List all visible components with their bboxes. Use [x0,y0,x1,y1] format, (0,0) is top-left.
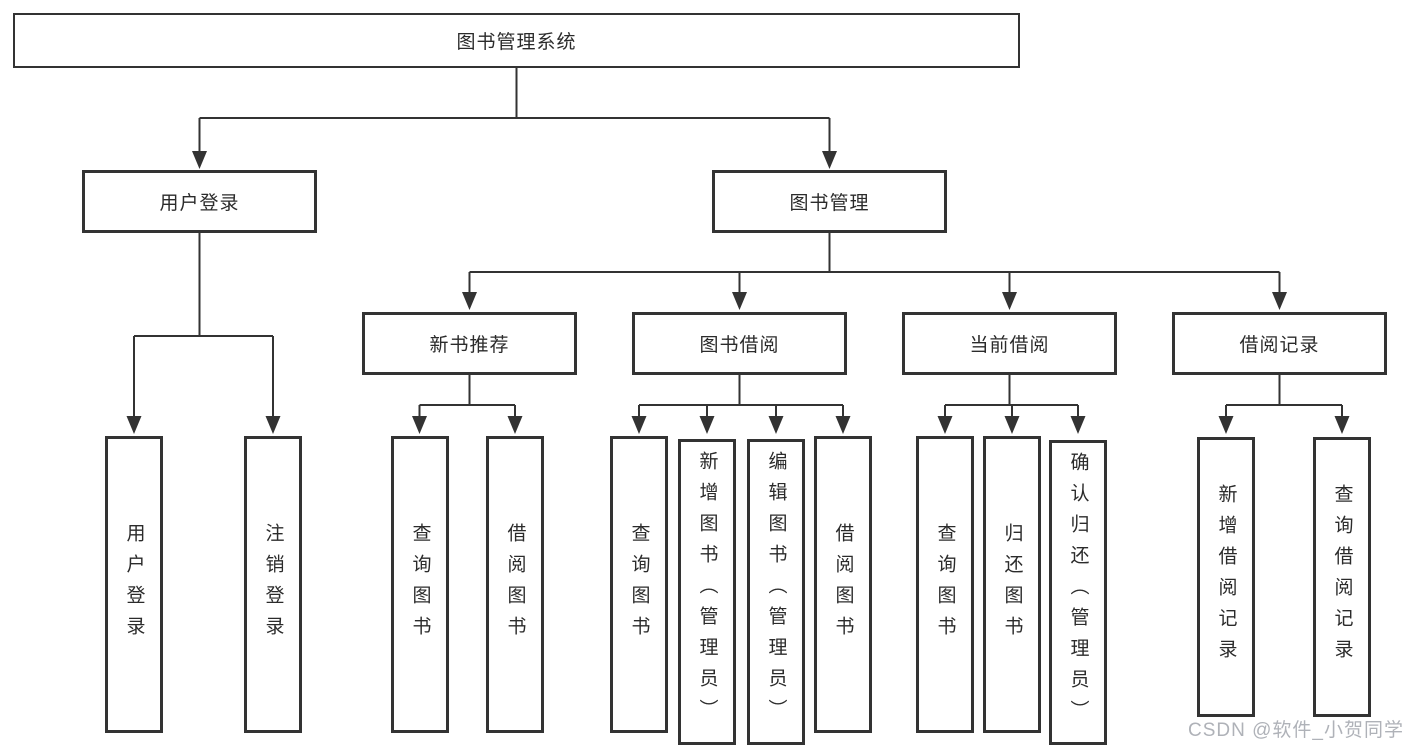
arrow-down-icon [937,416,953,434]
leaf-current-return: 归还图书 [983,436,1041,733]
arrow-down-icon [1272,292,1287,310]
node-label: 编辑图书（管理员） [765,451,787,730]
arrow-down-icon [462,292,477,310]
leaf-borrow-add-admin: 新增图书（管理员） [678,439,736,745]
arrow-down-icon [126,416,142,434]
node-label: 注销登录 [262,522,284,647]
node-label: 借阅图书 [832,522,854,647]
arrow-down-icon [699,416,715,434]
arrow-down-icon [265,416,281,434]
arrow-down-icon [1334,416,1350,434]
arrow-down-icon [1218,416,1234,434]
leaf-borrow-query: 查询图书 [610,436,668,733]
leaf-records-add: 新增借阅记录 [1197,437,1255,717]
node-new-book-recommend: 新书推荐 [362,312,577,375]
node-label: 查询图书 [628,522,650,647]
node-label: 新增图书（管理员） [696,451,718,730]
connector-bookborrow-to-leaves [638,375,844,418]
leaf-borrow-edit-admin: 编辑图书（管理员） [747,439,805,745]
connector-newbooks-to-leaves [418,375,516,418]
node-current-borrow: 当前借阅 [902,312,1117,375]
leaf-user-login: 用户登录 [105,436,163,733]
leaf-logout: 注销登录 [244,436,302,733]
arrow-down-icon [768,416,784,434]
node-label: 查询图书 [934,522,956,647]
arrow-down-icon [732,292,747,310]
node-label: 图书管理 [789,193,870,214]
leaf-current-confirm-admin: 确认归还（管理员） [1049,440,1107,745]
leaf-borrow-borrow: 借阅图书 [814,436,872,733]
node-book-borrow: 图书借阅 [632,312,847,375]
node-borrow-records: 借阅记录 [1172,312,1387,375]
node-label: 图书管理系统 [456,32,577,53]
arrowhead-icons [126,151,1350,434]
leaf-records-query: 查询借阅记录 [1313,437,1371,717]
node-label: 查询借阅记录 [1331,484,1353,670]
node-label: 当前借阅 [969,335,1050,356]
arrow-down-icon [192,151,207,169]
leaf-newbooks-query: 查询图书 [391,436,449,733]
connector-root-to-level1 [198,68,831,152]
node-label: 确认归还（管理员） [1067,452,1089,731]
node-label: 查询图书 [409,522,431,647]
arrow-down-icon [507,416,523,434]
arrow-down-icon [412,416,427,434]
connector-bookmgmt-to-level2 [468,233,1281,294]
node-label: 借阅记录 [1239,335,1320,356]
node-label: 新增借阅记录 [1215,484,1237,670]
arrow-down-icon [1004,416,1020,434]
arrow-down-icon [822,151,837,169]
connector-userlogin-to-leaves [133,233,274,418]
arrow-down-icon [1002,292,1017,310]
node-label: 归还图书 [1001,522,1023,647]
node-book-management: 图书管理 [712,170,947,233]
node-label: 用户登录 [123,522,145,647]
node-user-login: 用户登录 [82,170,317,233]
arrow-down-icon [835,416,851,434]
connector-records-to-leaves [1225,375,1343,418]
node-label: 用户登录 [159,193,240,214]
node-label: 图书借阅 [699,335,780,356]
node-label: 借阅图书 [504,522,526,647]
leaf-newbooks-borrow: 借阅图书 [486,436,544,733]
node-root-system: 图书管理系统 [13,13,1020,68]
arrow-down-icon [1070,416,1086,434]
leaf-current-query: 查询图书 [916,436,974,733]
arrow-down-icon [631,416,647,434]
csdn-watermark: CSDN @软件_小贺同学 [1188,720,1404,741]
node-label: 新书推荐 [429,335,510,356]
connector-currentborrow-to-leaves [944,375,1079,418]
